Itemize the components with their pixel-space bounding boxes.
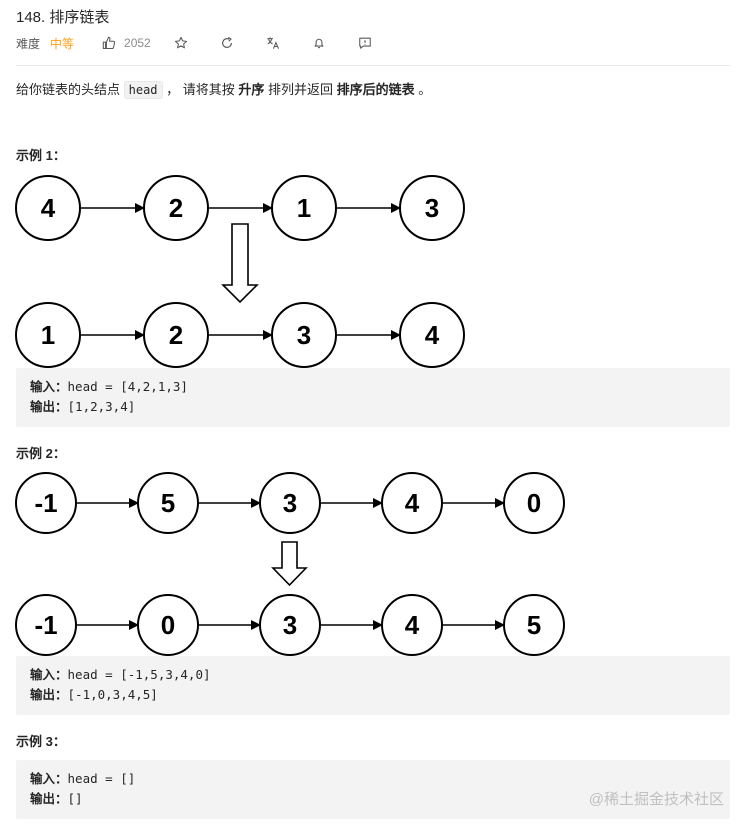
difficulty-label: 难度 [16, 36, 41, 51]
list-node-value: 0 [161, 610, 175, 640]
list-node-value: 5 [161, 488, 175, 518]
input-label: 输入： [30, 380, 68, 394]
list-node-value: 4 [405, 610, 420, 640]
example-2-input-list: -1 5 3 4 0 [15, 472, 565, 534]
list-node-value: 3 [425, 193, 439, 223]
like-count: 2052 [124, 36, 151, 50]
example-1-output-list: 1 2 3 4 [15, 302, 465, 368]
list-node-value: 4 [41, 193, 56, 223]
example-1-output: [1,2,3,4] [67, 399, 136, 414]
desc-code-head: head [123, 81, 163, 99]
list-node [399, 302, 465, 368]
list-node [503, 472, 565, 534]
list-node [399, 175, 465, 241]
subscribe-button[interactable] [311, 35, 327, 51]
example-1-code: 输入：head = [4,2,1,3] 输出：[1,2,3,4] [16, 368, 730, 427]
example-1-title: 示例 1： [16, 148, 66, 163]
feedback-icon [358, 37, 371, 49]
sort-arrow-1 [221, 223, 259, 304]
example-3-code: 输入：head = [] 输出：[] [16, 760, 730, 819]
output-label: 输出： [30, 400, 68, 414]
example-1-input-list: 4 2 1 3 [15, 175, 465, 241]
list-node-value: 3 [283, 610, 297, 640]
desc-text: 排列并返回 [264, 82, 337, 97]
example-2-input: head = [-1,5,3,4,0] [67, 667, 211, 682]
list-node-value: -1 [34, 610, 57, 640]
list-node-value: 2 [169, 320, 183, 350]
example-3-title: 示例 3： [16, 734, 66, 749]
example-1-input: head = [4,2,1,3] [67, 379, 188, 394]
problem-meta-bar: 难度 中等 2052 [16, 34, 403, 52]
thumbs-up-icon [102, 36, 116, 50]
example-2-output-list: -1 0 3 4 5 [15, 594, 565, 656]
problem-description: 给你链表的头结点 head ， 请将其按 升序 排列并返回 排序后的链表 。 [16, 80, 431, 100]
list-node [503, 594, 565, 656]
example-3-output: [] [67, 791, 83, 806]
list-node-value: 5 [527, 610, 541, 640]
watermark: @稀土掘金技术社区 [588, 791, 724, 808]
input-label: 输入： [30, 668, 68, 682]
list-node-value: 1 [297, 193, 311, 223]
example-3-input: head = [] [67, 771, 136, 786]
desc-text: 。 [414, 82, 432, 97]
desc-bold-sorted-list: 排序后的链表 [336, 82, 415, 97]
output-label: 输出： [30, 688, 68, 702]
desc-text: ， 请将其按 [162, 82, 239, 97]
bell-icon [314, 38, 324, 49]
problem-title: 148. 排序链表 [16, 9, 110, 26]
example-2-title: 示例 2： [16, 446, 66, 461]
example-2-output: [-1,0,3,4,5] [67, 687, 158, 702]
list-node-value: 3 [297, 320, 311, 350]
desc-text: 给你链表的头结点 [16, 82, 124, 97]
list-node-value: 0 [527, 488, 541, 518]
output-label: 输出： [30, 792, 68, 806]
like-button[interactable]: 2052 [102, 36, 151, 50]
favorite-button[interactable] [173, 35, 189, 51]
list-node-value: 4 [425, 320, 440, 350]
translate-icon [267, 37, 279, 49]
list-node-value: 4 [405, 488, 420, 518]
translate-button[interactable] [265, 35, 281, 51]
share-button[interactable] [219, 35, 235, 51]
list-node-value: 2 [169, 193, 183, 223]
feedback-button[interactable] [357, 35, 373, 51]
desc-bold-ascending: 升序 [238, 82, 265, 97]
star-icon [174, 36, 187, 49]
example-2-code: 输入：head = [-1,5,3,4,0] 输出：[-1,0,3,4,5] [16, 656, 730, 715]
difficulty-value: 中等 [50, 36, 75, 51]
sort-arrow-2 [271, 541, 308, 587]
list-node-value: 3 [283, 488, 297, 518]
header-divider [16, 65, 730, 66]
list-node-value: -1 [34, 488, 57, 518]
share-icon [221, 36, 232, 48]
list-node-value: 1 [41, 320, 55, 350]
input-label: 输入： [30, 772, 68, 786]
